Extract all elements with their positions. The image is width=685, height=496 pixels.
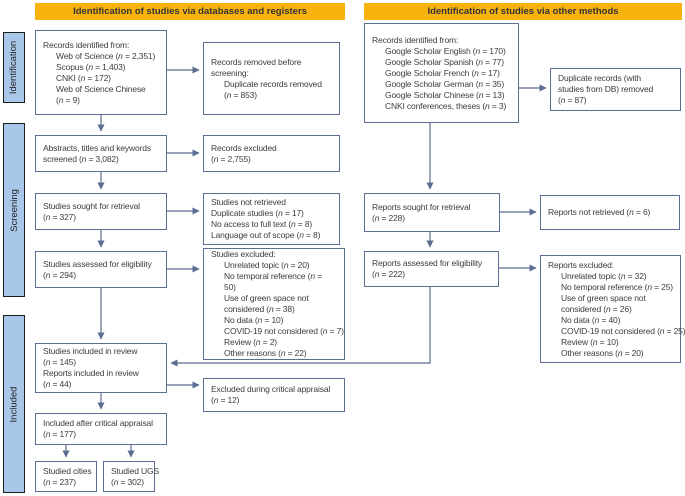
box-studied-cities: Studied cities(n = 237) <box>35 461 97 492</box>
box-text-line: (n = 12) <box>211 395 240 405</box>
box-text-line: Studies not retrieved <box>211 197 286 207</box>
box-text-line: (n = 87) <box>558 95 587 105</box>
stage-identification-label: Identification <box>8 40 20 95</box>
box-text-line: Reports excluded: <box>548 259 614 270</box>
box-text-line: Other reasons (n = 22) <box>224 348 307 358</box>
box-text-line: Abstracts, titles and keywords <box>43 142 151 153</box>
box-records-excluded: Records excluded(n = 2,755) <box>203 135 340 172</box>
box-text-line: 50) <box>224 282 236 292</box>
box-text-line: Studied UGS <box>111 465 159 476</box>
box-text-line: (n = 222) <box>372 269 405 279</box>
box-text-line: (n = 327) <box>43 211 76 222</box>
box-text-line: Scopus (n = 1,403) <box>56 61 126 72</box>
box-text-line: Studies included in review <box>43 346 138 356</box>
box-reports-not-retrieved: Reports not retrieved (n = 6) <box>540 195 680 230</box>
box-text-line: Studies assessed for eligibility <box>43 258 152 269</box>
box-text-line: (n = 2,755) <box>211 153 251 164</box>
box-text-line: CNKI conferences, theses (n = 3) <box>385 100 507 111</box>
box-text-line: Reports sought for retrieval <box>372 201 471 212</box>
stage-included-label: Included <box>8 386 20 422</box>
box-text-line: (n = 145) <box>43 357 76 367</box>
box-text-line: studies from DB) removed <box>558 84 654 94</box>
stage-identification: Identification <box>3 32 25 103</box>
box-text-line: Included after critical appraisal <box>43 418 153 428</box>
box-text-line: No temporal reference (n = 25) <box>561 281 673 292</box>
box-text-line: Duplicate records (with <box>558 73 641 83</box>
box-studies-sought-retrieval: Studies sought for retrieval(n = 327) <box>35 193 167 230</box>
header-databases-registers: Identification of studies via databases … <box>35 3 345 20</box>
box-studies-excluded: Studies excluded:Unrelated topic (n = 20… <box>203 248 345 360</box>
box-text-line: Unrelated topic (n = 20) <box>224 260 310 270</box>
box-text-line: considered (n = 26) <box>561 303 632 314</box>
box-text-line: (n = 237) <box>43 476 76 487</box>
box-text-line: Studies sought for retrieval <box>43 200 140 211</box>
box-text-line: Web of Science (n = 2,351) <box>56 50 156 61</box>
box-studies-assessed-eligibility: Studies assessed for eligibility(n = 294… <box>35 251 167 288</box>
stage-screening-label: Screening <box>8 188 20 232</box>
box-included-after-critical-appraisal: Included after critical appraisal(n = 17… <box>35 413 167 445</box>
box-text-line: Reports included in review <box>43 368 139 378</box>
box-text-line: Reports assessed for eligibility <box>372 258 482 268</box>
box-text-line: (n = 228) <box>372 212 405 223</box>
box-text-line: screening: <box>211 67 249 78</box>
box-text-line: (n = 294) <box>43 269 76 280</box>
box-text-line: Google Scholar English (n = 170) <box>385 45 506 56</box>
box-records-identified-other: Records identified from:Google Scholar E… <box>364 23 519 123</box>
box-text-line: Google Scholar Spanish (n = 77) <box>385 56 504 67</box>
box-text-line: Google Scholar French (n = 17) <box>385 67 500 78</box>
box-text-line: Google Scholar German (n = 35) <box>385 78 505 89</box>
box-text-line: Other reasons (n = 20) <box>561 347 644 358</box>
box-reports-sought-retrieval: Reports sought for retrieval(n = 228) <box>364 193 500 232</box>
box-text-line: No access to full text (n = 8) <box>211 219 313 229</box>
box-text-line: (n = 302) <box>111 476 144 487</box>
box-text-line: Reports not retrieved (n = 6) <box>548 207 651 217</box>
box-text-line: Records identified from: <box>372 34 459 45</box>
box-text-line: CNKI (n = 172) <box>56 72 111 83</box>
box-text-line: COVID-19 not considered (n = 25) <box>561 325 685 336</box>
box-reports-excluded: Reports excluded:Unrelated topic (n = 32… <box>540 255 685 363</box>
box-text-line: (n = 853) <box>224 89 257 100</box>
box-text-line: Web of Science Chinese <box>56 83 146 94</box>
box-text-line: No temporal reference (n = <box>224 271 322 281</box>
header-other-methods: Identification of studies via other meth… <box>364 3 682 20</box>
box-text-line: Review (n = 10) <box>561 336 619 347</box>
box-text-line: considered (n = 38) <box>224 304 295 314</box>
box-text-line: Duplicate records removed <box>224 78 322 89</box>
stage-screening: Screening <box>3 123 25 297</box>
box-text-line: Studies excluded: <box>211 249 276 259</box>
box-text-line: Studied cities <box>43 465 92 476</box>
box-reports-assessed-eligibility: Reports assessed for eligibility(n = 222… <box>364 251 499 287</box>
box-text-line: Records excluded <box>211 142 277 153</box>
box-text-line: (n = 177) <box>43 429 76 439</box>
box-text-line: Duplicate studies (n = 17) <box>211 208 304 218</box>
box-text-line: No data (n = 10) <box>224 315 284 325</box>
box-excluded-critical-appraisal: Excluded during critical appraisal(n = 1… <box>203 378 345 412</box>
stage-included: Included <box>3 315 25 493</box>
box-text-line: Unrelated topic (n = 32) <box>561 270 647 281</box>
box-studies-included-review: Studies included in review(n = 145)Repor… <box>35 343 167 393</box>
box-text-line: Google Scholar Chinese (n = 13) <box>385 89 505 100</box>
box-studied-ugs: Studied UGS(n = 302) <box>103 461 159 492</box>
box-text-line: Records identified from: <box>43 39 130 50</box>
box-text-line: (n = 44) <box>43 379 72 389</box>
box-records-identified-databases: Records identified from:Web of Science (… <box>35 30 167 115</box>
box-text-line: Records removed before <box>211 56 302 67</box>
box-text-line: No data (n = 40) <box>561 314 621 325</box>
box-text-line: (n = 9) <box>56 94 80 105</box>
box-text-line: screened (n = 3,082) <box>43 153 119 164</box>
box-text-line: Excluded during critical appraisal <box>211 384 331 394</box>
box-text-line: Language out of scope (n = 8) <box>211 230 321 240</box>
box-text-line: Review (n = 2) <box>224 337 277 347</box>
box-text-line: COVID-19 not considered (n = 7) <box>224 326 344 336</box>
box-text-line: Use of green space not <box>224 293 309 303</box>
box-text-line: Use of green space not <box>561 292 646 303</box>
